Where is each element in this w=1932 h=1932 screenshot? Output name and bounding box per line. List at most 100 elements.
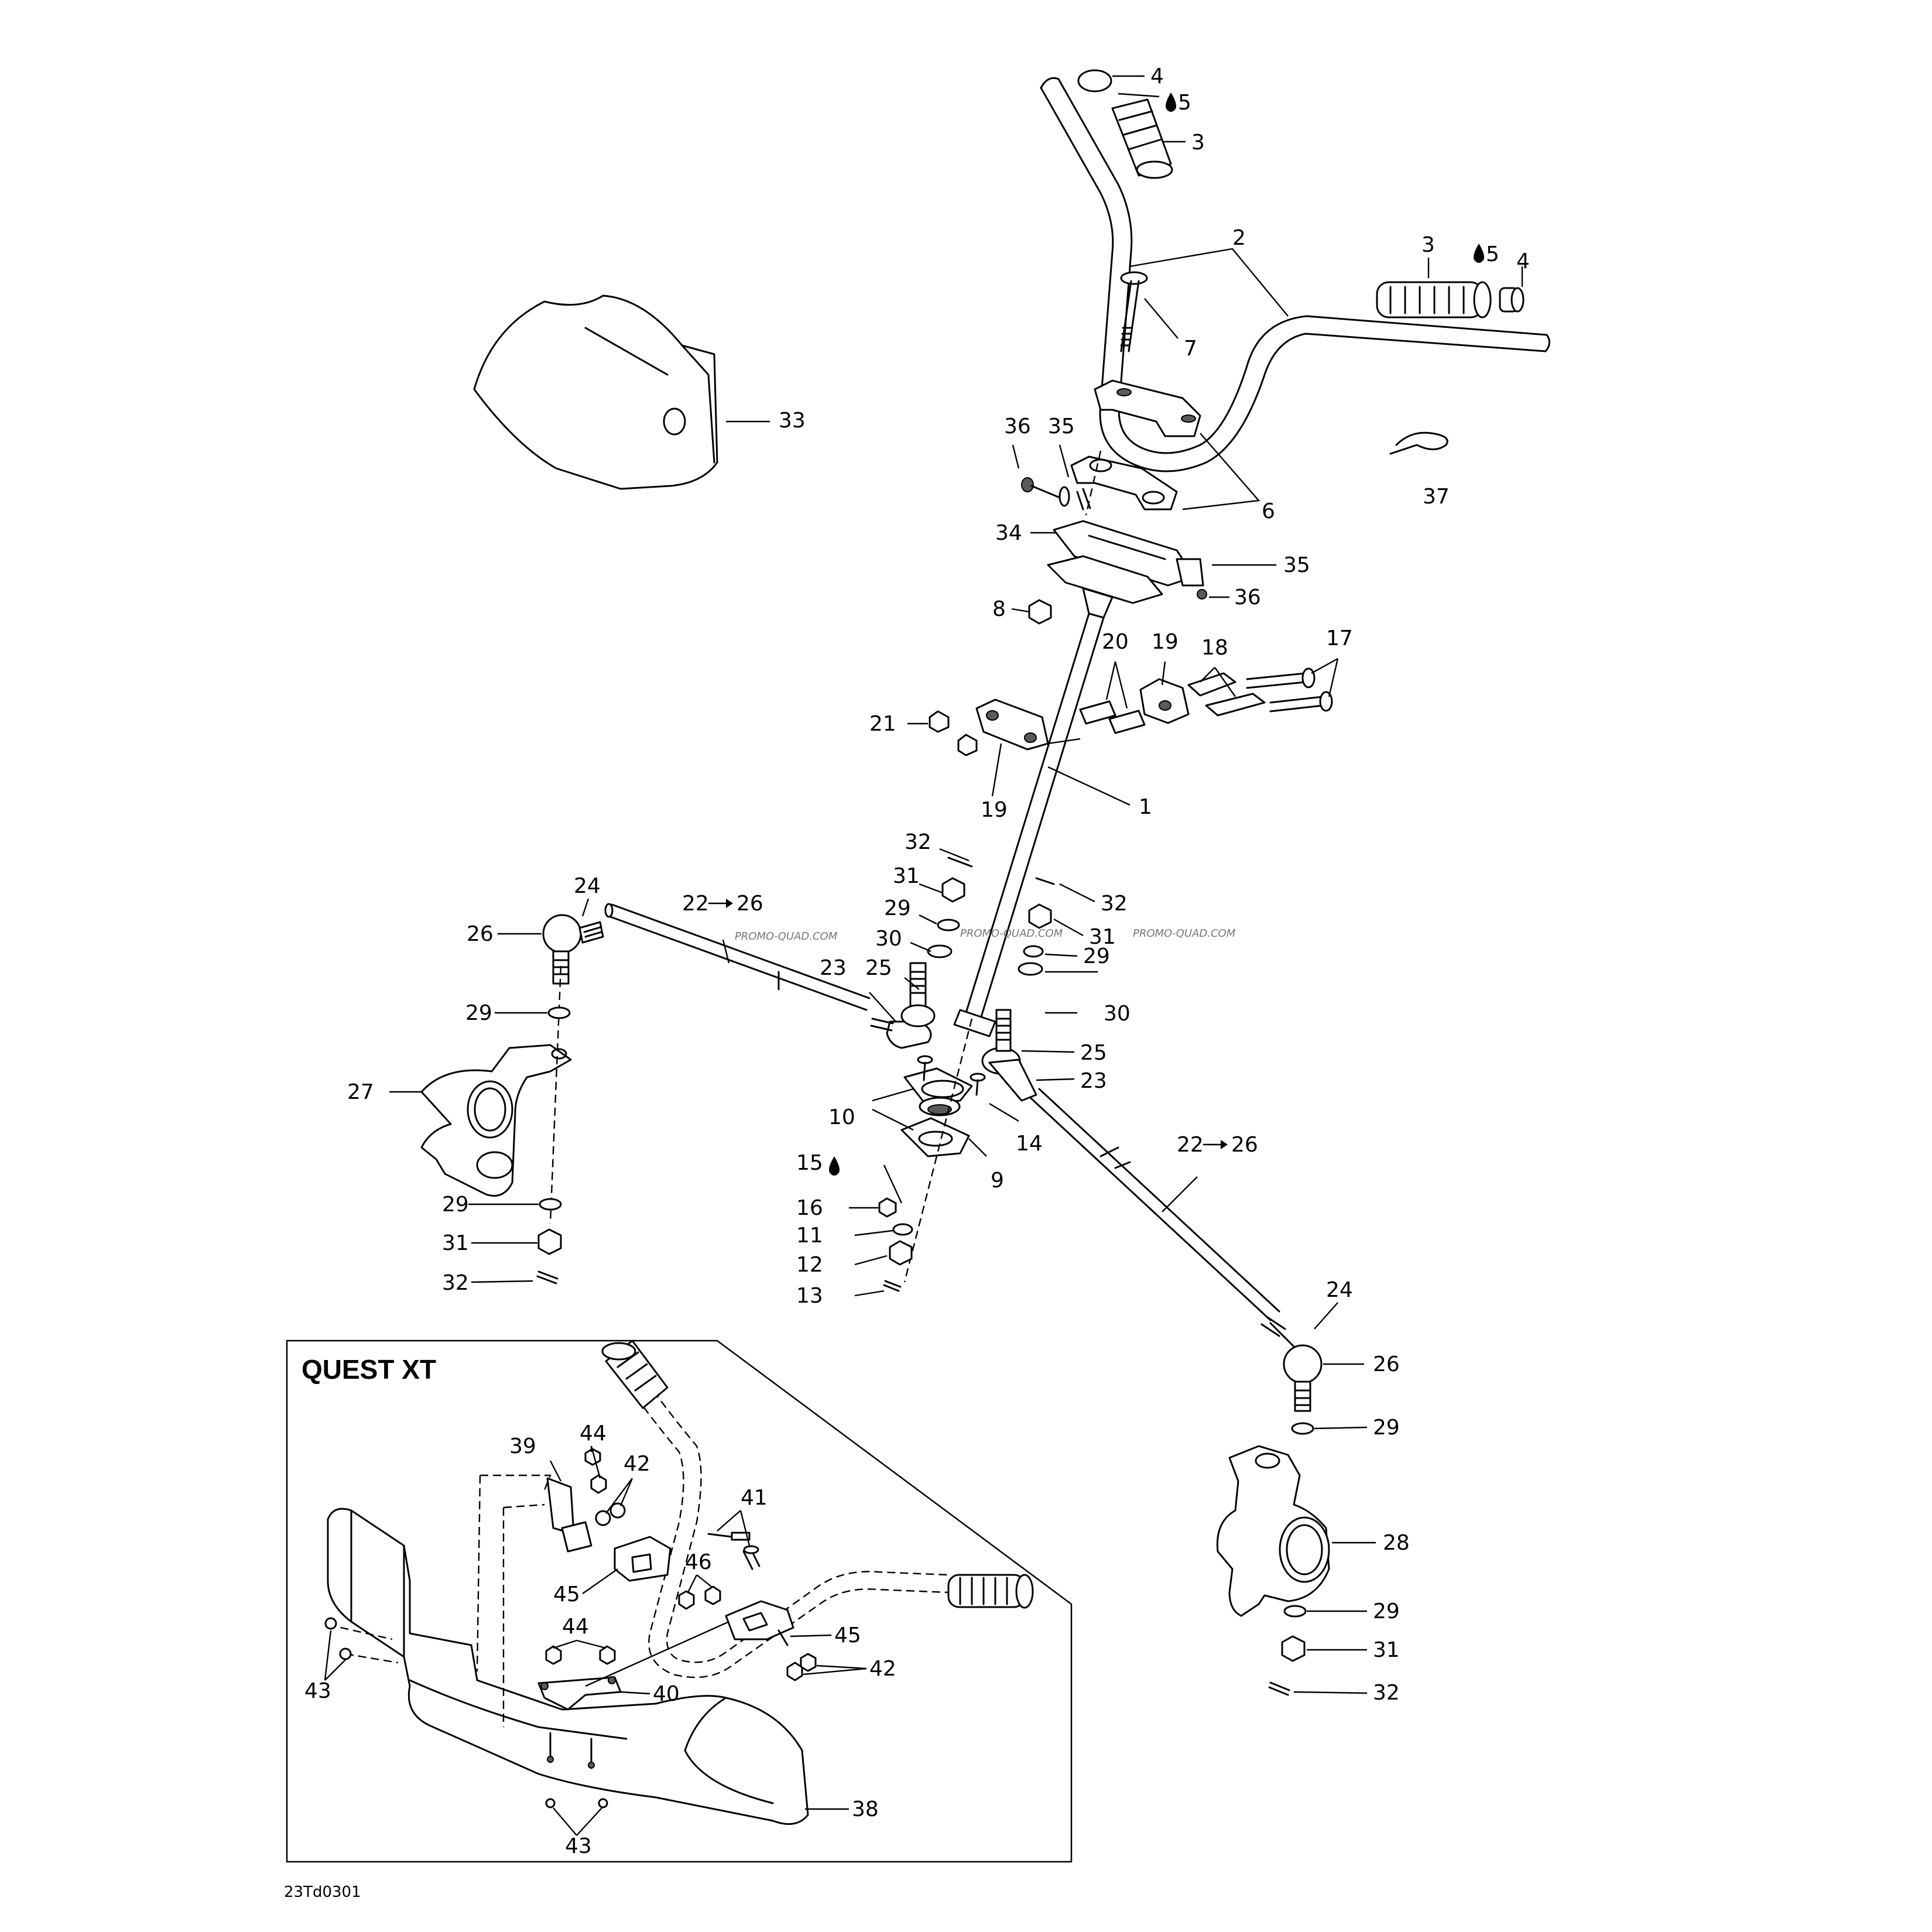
bracket-35 xyxy=(1176,558,1207,600)
callout-44-upper: 44 xyxy=(580,1421,607,1445)
nut-31-left xyxy=(537,1228,562,1255)
column-axis xyxy=(903,1018,973,1283)
spacer-20 xyxy=(1079,700,1146,734)
callout-7: 7 xyxy=(1184,337,1197,361)
inset-quest-xt xyxy=(286,1340,1073,1863)
nut-8 xyxy=(1028,599,1052,625)
ref-arrow-b xyxy=(1203,1140,1228,1149)
grip-left xyxy=(1111,98,1173,179)
handlebar-clamp-upper xyxy=(1094,379,1201,437)
callout-43-bottom: 43 xyxy=(565,1834,592,1858)
column-support-block-left xyxy=(975,698,1049,751)
mount-45-upper xyxy=(614,1536,672,1582)
nut-21b xyxy=(957,734,978,756)
callout-32-upper-right: 32 xyxy=(1101,892,1128,916)
tie-rod-left xyxy=(604,903,871,1011)
callout-32-upper-left: 32 xyxy=(905,830,931,854)
cotter-32-left xyxy=(536,1270,559,1284)
washer-11 xyxy=(892,1223,913,1236)
handlebar xyxy=(1040,77,1550,472)
callout-35-upper: 35 xyxy=(1048,415,1075,439)
inset-grip-left xyxy=(601,1340,669,1409)
ref-arrow-a xyxy=(708,899,733,908)
mount-45-lower xyxy=(725,1600,794,1646)
callout-24-right: 24 xyxy=(1326,1278,1353,1302)
callout-30-upper-left: 30 xyxy=(875,927,902,951)
bracket-40 xyxy=(537,1676,622,1711)
tie-rod-end-left-inner xyxy=(870,962,936,1049)
callout-8: 8 xyxy=(992,597,1006,621)
callout-26-ref-lower: 26 xyxy=(1231,1133,1258,1157)
callout-29-left-top: 29 xyxy=(465,1001,492,1025)
washer-35-upper xyxy=(1059,486,1091,511)
callout-5-left: 5 xyxy=(1178,91,1191,115)
screw-36-upper xyxy=(1021,477,1064,500)
nut-31-right xyxy=(1281,1635,1306,1662)
callout-9: 9 xyxy=(991,1169,1004,1193)
callout-32-left: 32 xyxy=(442,1271,469,1295)
callout-5-right: 5 xyxy=(1486,242,1499,266)
inset-handlebar xyxy=(620,1369,949,1678)
callout-39: 39 xyxy=(509,1434,536,1458)
callout-42-upper: 42 xyxy=(624,1452,650,1476)
column-support-block-right xyxy=(1139,678,1190,724)
callout-4-left: 4 xyxy=(1150,64,1164,88)
knuckle-left-axis xyxy=(549,965,562,1224)
callouts: 4 5 3 2 3 5 4 7 36 35 37 6 33 34 35 36 8… xyxy=(304,64,1530,1858)
callout-25-upper: 25 xyxy=(865,956,892,980)
tie-rod-end-right-outer xyxy=(1260,1316,1323,1412)
drawing-code: 23Td0301 xyxy=(284,1883,361,1901)
callout-18: 18 xyxy=(1201,636,1228,660)
grease-drop-icon-3 xyxy=(829,1156,840,1176)
callout-21: 21 xyxy=(869,712,896,736)
callout-17: 17 xyxy=(1326,626,1353,650)
grease-drop-icon-2 xyxy=(1474,244,1484,263)
callout-22-lower: 22 xyxy=(1177,1133,1204,1157)
handlebar-clamp-lower xyxy=(1070,455,1178,511)
bearing-assembly xyxy=(900,1055,986,1157)
callout-45-upper: 45 xyxy=(553,1582,580,1606)
callout-23-lower: 23 xyxy=(1080,1069,1107,1093)
callout-22-upper: 22 xyxy=(682,892,709,916)
callout-26-ref-upper: 26 xyxy=(737,892,763,916)
callout-29-upper-left: 29 xyxy=(884,896,911,920)
leader-lines xyxy=(324,75,1523,1836)
callout-4-right: 4 xyxy=(1516,249,1530,273)
callout-27: 27 xyxy=(347,1080,374,1104)
callout-36-right: 36 xyxy=(1234,585,1261,609)
steering-column xyxy=(953,555,1163,1037)
inset-grip-right xyxy=(947,1574,1034,1609)
callout-10: 10 xyxy=(828,1105,855,1129)
nut-21a xyxy=(929,710,950,733)
tie-rod-end-left-outer xyxy=(542,914,604,985)
washer-29-left-bot xyxy=(539,1198,562,1211)
callout-2: 2 xyxy=(1232,226,1246,250)
callout-31-upper-left: 31 xyxy=(893,864,920,888)
nut-12 xyxy=(889,1240,913,1266)
tie-rod-right xyxy=(1029,1088,1280,1321)
callout-32-right: 32 xyxy=(1373,1681,1400,1705)
callout-19-lower: 19 xyxy=(981,798,1008,822)
watermark-2: PROMO-QUAD.COM xyxy=(960,927,1063,940)
link-19-20 xyxy=(1047,738,1081,745)
knuckle-left-27 xyxy=(420,1044,572,1197)
hardware-left-upper xyxy=(927,857,973,958)
callout-46: 46 xyxy=(685,1550,712,1574)
callout-15: 15 xyxy=(796,1151,823,1175)
callout-3-left: 3 xyxy=(1191,131,1205,155)
callout-34: 34 xyxy=(995,521,1022,545)
callout-36-upper: 36 xyxy=(1004,415,1031,439)
bracket-39 xyxy=(546,1477,592,1553)
callout-45-lower: 45 xyxy=(834,1623,861,1647)
callout-20: 20 xyxy=(1102,630,1129,654)
callout-38: 38 xyxy=(852,1797,879,1821)
callout-33: 33 xyxy=(779,409,806,433)
callout-29-right-bot: 29 xyxy=(1373,1599,1400,1623)
washer-29-left-top xyxy=(547,1006,571,1019)
grease-drop-icon-1 xyxy=(1166,93,1176,112)
inset-title: QUEST XT xyxy=(302,1354,436,1385)
watermark-1: PROMO-QUAD.COM xyxy=(735,930,838,943)
shield-33 xyxy=(473,294,718,490)
callout-12: 12 xyxy=(796,1253,823,1277)
callout-6: 6 xyxy=(1262,499,1275,523)
